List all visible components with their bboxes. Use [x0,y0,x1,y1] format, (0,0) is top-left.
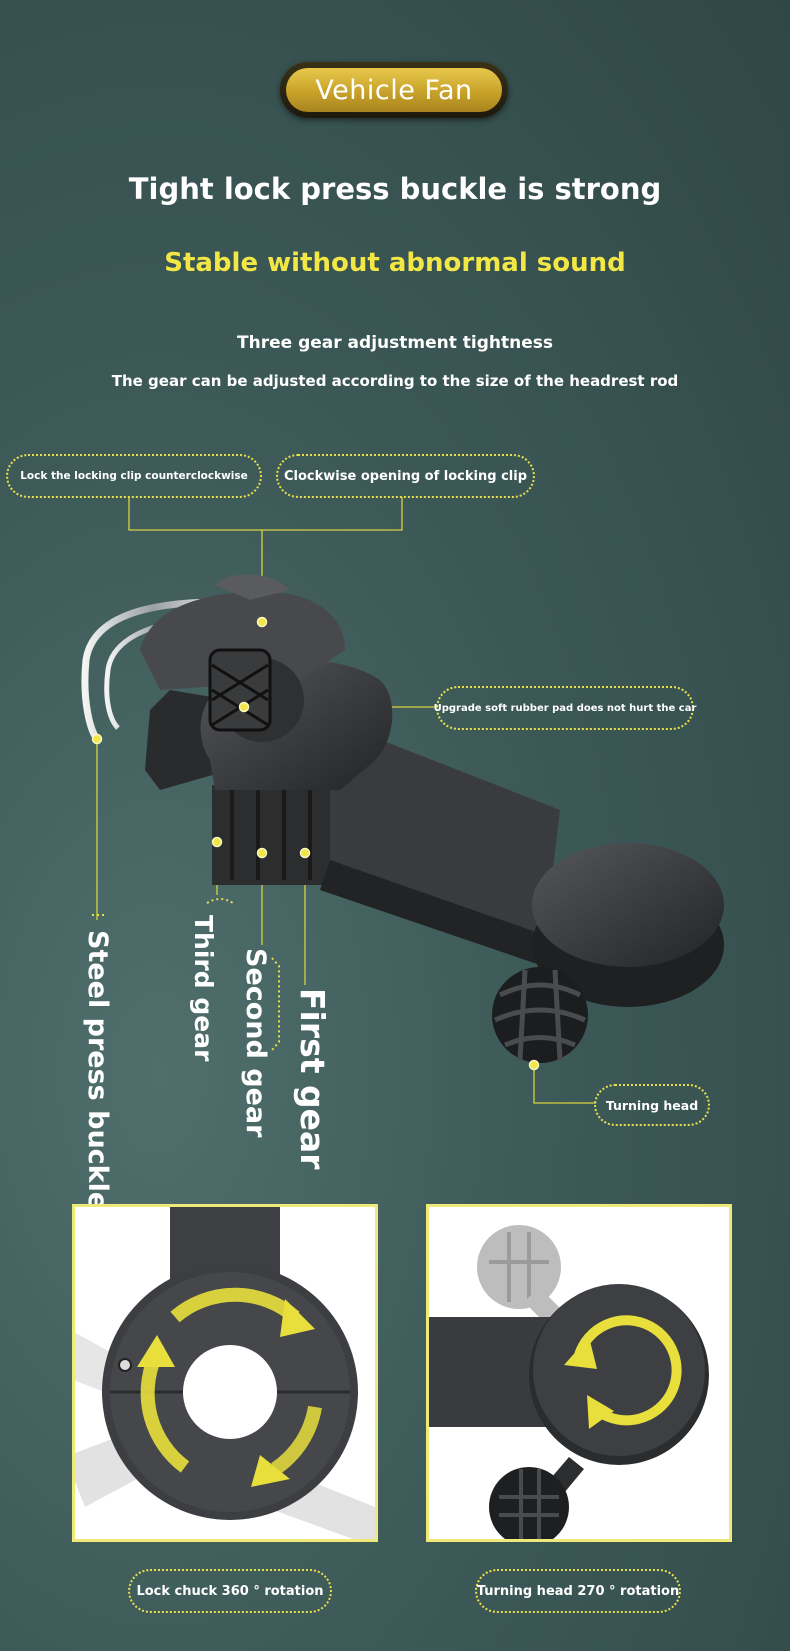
section-title: Three gear adjustment tightness [237,333,553,353]
callout-rubber-pad: Upgrade soft rubber pad does not hurt th… [434,686,696,730]
caption-turning-head: Turning head 270 ° rotation [475,1569,681,1613]
title-badge: Vehicle Fan [280,62,508,118]
label-second-gear: Second gear [240,948,271,1138]
panel-turning-head [426,1204,732,1542]
callout-clockwise-open: Clockwise opening of locking clip [276,454,535,498]
caption-lock-chuck: Lock chuck 360 ° rotation [128,1569,332,1613]
label-third-gear: Third gear [189,915,218,1062]
turning-head-illustration [429,1225,709,1539]
badge-label: Vehicle Fan [286,68,502,112]
callout-turning-head: Turning head [594,1084,710,1126]
headline: Tight lock press buckle is strong [128,172,662,206]
label-first-gear: First gear [293,988,332,1170]
lock-chuck-illustration [75,1207,375,1539]
label-steel-press-buckle: Steel press buckle [82,930,113,1211]
subheadline: Stable without abnormal sound [164,248,626,278]
panel-lock-chuck [72,1204,378,1542]
callout-lock-counterclockwise: Lock the locking clip counterclockwise [6,454,262,498]
section-description: The gear can be adjusted according to th… [111,372,679,390]
